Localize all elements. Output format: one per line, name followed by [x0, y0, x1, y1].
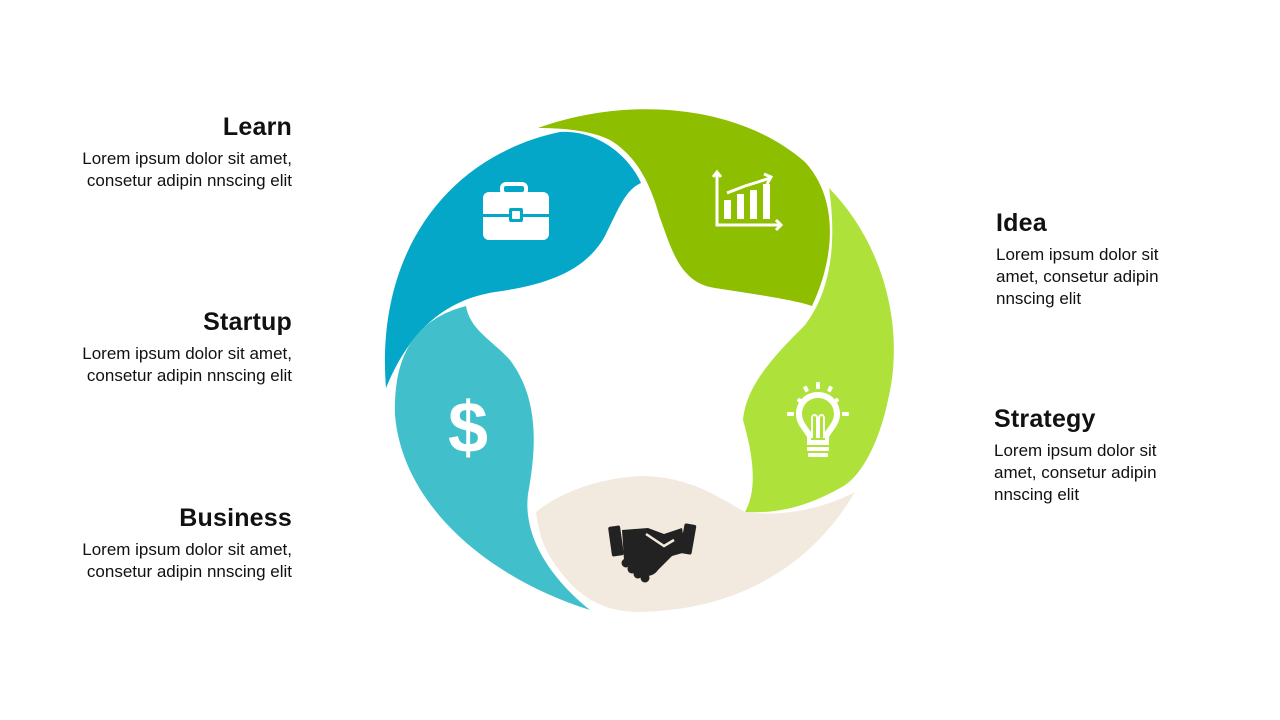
label-learn-title: Learn — [222, 113, 292, 141]
dollar-icon: $ — [448, 388, 488, 468]
label-business-title: Business — [179, 504, 292, 532]
segment-learn — [384, 131, 641, 388]
label-startup-title: Startup — [203, 308, 292, 336]
label-startup-text: Lorem ipsum dolor sit amet, consetur adi… — [82, 344, 292, 385]
segment-partnership — [536, 476, 855, 612]
label-idea-text: Lorem ipsum dolor sit amet, consetur adi… — [996, 245, 1159, 308]
label-business: Business Lorem ipsum dolor sit amet, con… — [82, 503, 292, 583]
label-idea: Idea Lorem ipsum dolor sit amet, consetu… — [996, 208, 1196, 310]
segment-strategy — [743, 188, 894, 513]
label-strategy-title: Strategy — [994, 405, 1096, 433]
label-strategy: Strategy Lorem ipsum dolor sit amet, con… — [994, 404, 1194, 506]
briefcase-icon — [483, 182, 549, 240]
label-startup: Startup Lorem ipsum dolor sit amet, cons… — [82, 307, 292, 387]
lightbulb-icon — [787, 382, 849, 457]
growth-chart-icon — [711, 169, 784, 232]
segment-business — [394, 306, 590, 610]
label-learn-text: Lorem ipsum dolor sit amet, consetur adi… — [82, 149, 292, 190]
label-idea-title: Idea — [996, 209, 1047, 237]
handshake-icon — [608, 523, 697, 583]
label-learn: Learn Lorem ipsum dolor sit amet, conset… — [82, 112, 292, 192]
label-strategy-text: Lorem ipsum dolor sit amet, consetur adi… — [994, 441, 1157, 504]
segment-idea — [538, 109, 830, 306]
label-business-text: Lorem ipsum dolor sit amet, consetur adi… — [82, 540, 292, 581]
